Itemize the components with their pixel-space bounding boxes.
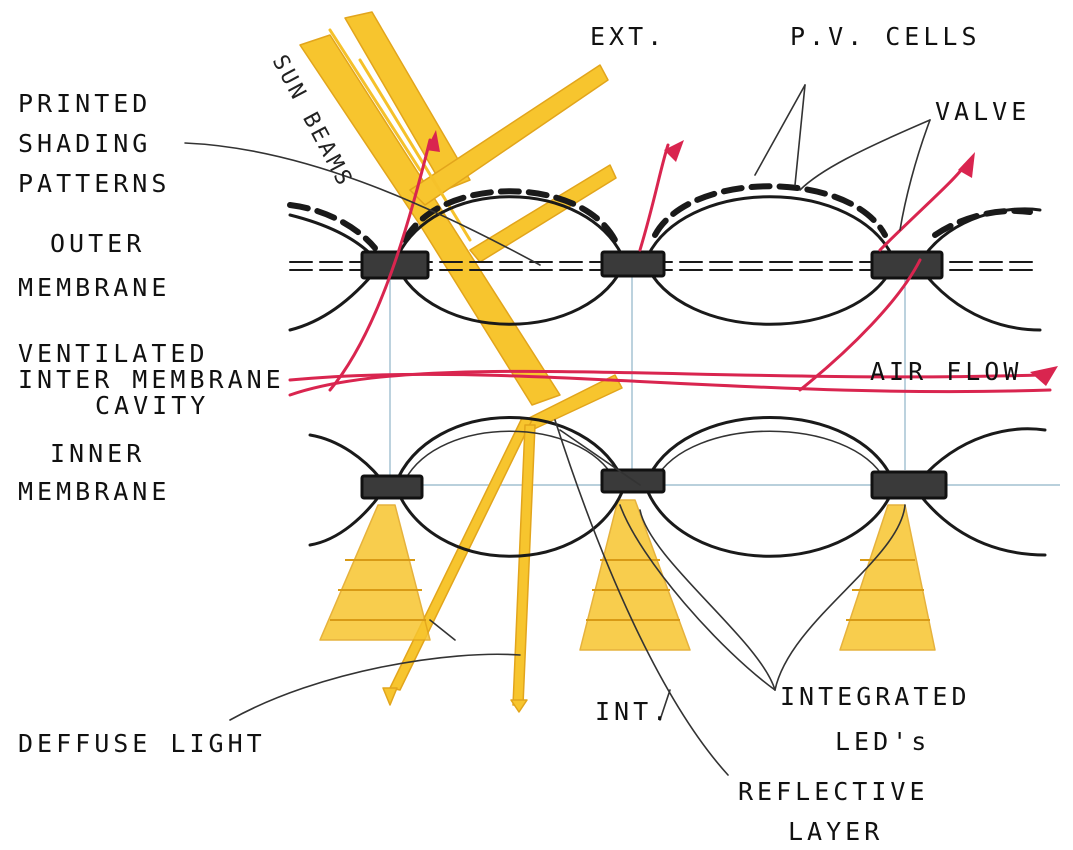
air-flow-lines bbox=[288, 130, 1058, 397]
labels: EXT. P.V. CELLS VALVE PRINTED SHADING PA… bbox=[18, 22, 1030, 846]
label-pv-cells: P.V. CELLS bbox=[790, 22, 981, 51]
label-inner: INNER bbox=[50, 439, 145, 468]
label-reflective: REFLECTIVE bbox=[738, 777, 929, 806]
label-cavity: CAVITY bbox=[95, 391, 209, 420]
label-printed: PRINTED bbox=[18, 89, 151, 118]
label-patterns: PATTERNS bbox=[18, 169, 170, 198]
inner-membrane bbox=[308, 416, 1047, 558]
label-shading: SHADING bbox=[18, 129, 151, 158]
label-int: INT. bbox=[595, 697, 671, 726]
leader-lines bbox=[184, 84, 931, 776]
label-valve: VALVE bbox=[935, 97, 1030, 126]
label-deffuse-light: DEFFUSE LIGHT bbox=[18, 729, 266, 758]
label-ventilated: VENTILATED bbox=[18, 339, 209, 368]
label-outer: OUTER bbox=[50, 229, 145, 258]
label-air-flow: AIR FLOW bbox=[870, 357, 1022, 386]
led-light-cones bbox=[319, 499, 936, 651]
label-ext: EXT. bbox=[590, 22, 666, 51]
label-layer: LAYER bbox=[788, 817, 883, 846]
label-leds: LED's bbox=[835, 727, 930, 756]
label-inter-membrane: INTER MEMBRANE bbox=[18, 365, 285, 394]
outer-clamps bbox=[360, 250, 944, 280]
label-inner-membrane: MEMBRANE bbox=[18, 477, 170, 506]
label-integrated: INTEGRATED bbox=[780, 682, 971, 711]
label-outer-membrane: MEMBRANE bbox=[18, 273, 170, 302]
inner-clamps bbox=[360, 468, 948, 500]
